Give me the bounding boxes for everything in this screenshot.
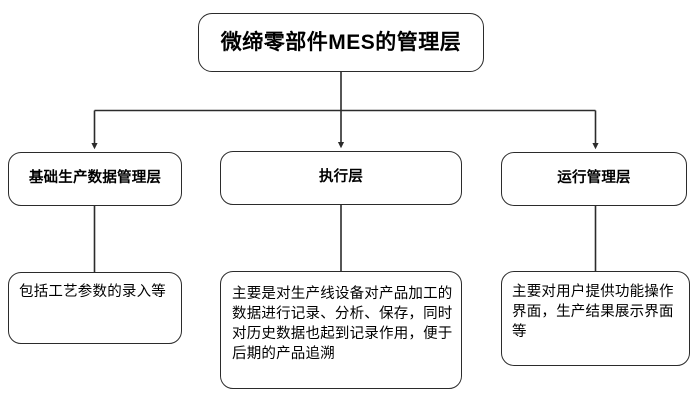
node-layer-label: 基础生产数据管理层 (28, 170, 162, 187)
node-layer-label: 执行层 (318, 169, 364, 186)
node-detail-basic-production-data[interactable]: 包括工艺参数的录入等 (8, 272, 182, 344)
node-layer-operation-management[interactable]: 运行管理层 (501, 152, 687, 206)
node-layer-label: 运行管理层 (557, 170, 631, 187)
node-root-management-layer[interactable]: 微缔零部件MES的管理层 (198, 13, 484, 72)
node-layer-execution[interactable]: 执行层 (220, 151, 462, 205)
node-root-label: 微缔零部件MES的管理层 (220, 30, 462, 54)
node-detail-operation-management[interactable]: 主要对用户提供功能操作界面，生产结果展示界面等 (501, 271, 690, 366)
node-detail-text: 包括工艺参数的录入等 (19, 284, 166, 300)
node-detail-text: 主要是对生产线设备对产品加工的数据进行记录、分析、保存，同时对历史数据也起到记录… (232, 286, 453, 362)
node-detail-execution[interactable]: 主要是对生产线设备对产品加工的数据进行记录、分析、保存，同时对历史数据也起到记录… (220, 271, 462, 389)
node-detail-text: 主要对用户提供功能操作界面，生产结果展示界面等 (512, 284, 674, 340)
node-layer-basic-production-data[interactable]: 基础生产数据管理层 (8, 152, 182, 206)
